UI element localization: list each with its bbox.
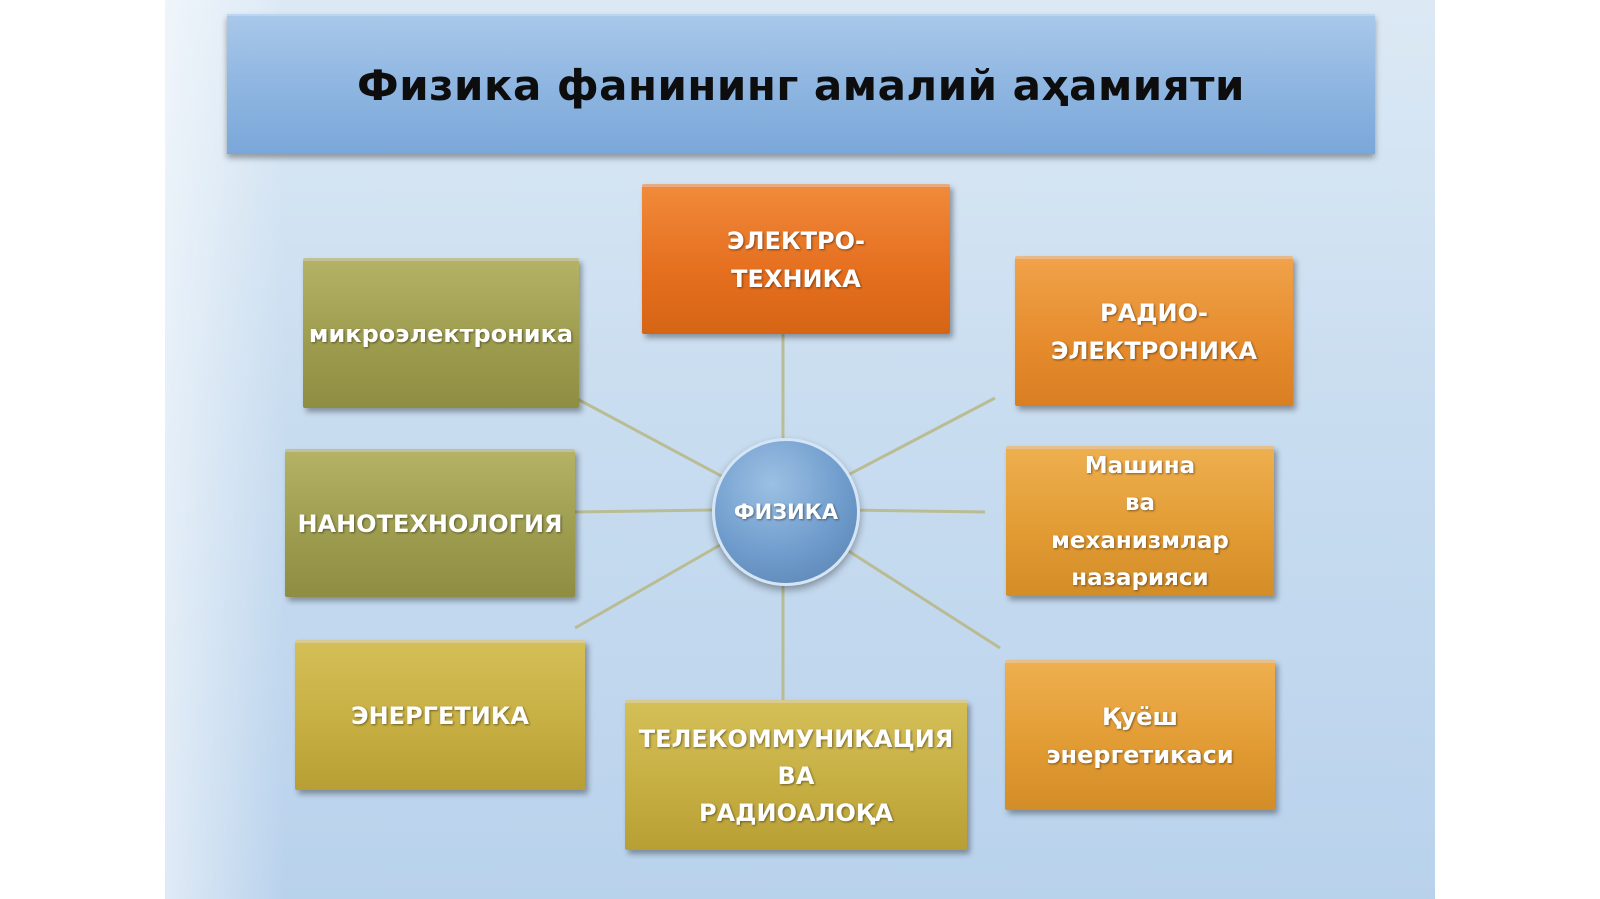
- node-radioelectronics: РАДИО- ЭЛЕКТРОНИКА: [1015, 256, 1293, 406]
- node-telecommunication: ТЕЛЕКОММУНИКАЦИЯ ВА РАДИОАЛОҚА: [625, 700, 967, 850]
- node-nanotechnology: НАНОТЕХНОЛОГИЯ: [285, 449, 575, 597]
- node-solar: Қуёш энергетикаси: [1005, 660, 1275, 810]
- node-electrotechnics: ЭЛЕКТРО- ТЕХНИКА: [642, 184, 950, 334]
- slide: Физика фанининг амалий аҳамияти ЭЛЕКТРО-…: [165, 0, 1435, 899]
- title-bar: Физика фанининг амалий аҳамияти: [227, 14, 1375, 154]
- center-label: ФИЗИКА: [733, 500, 839, 524]
- node-energetics: ЭНЕРГЕТИКА: [295, 640, 585, 790]
- node-machines: Машина ва механизмлар назарияси: [1006, 446, 1274, 596]
- node-microelectronics: микроэлектроника: [303, 258, 579, 408]
- center-node-physics: ФИЗИКА: [712, 438, 860, 586]
- slide-title: Физика фанининг амалий аҳамияти: [357, 60, 1245, 110]
